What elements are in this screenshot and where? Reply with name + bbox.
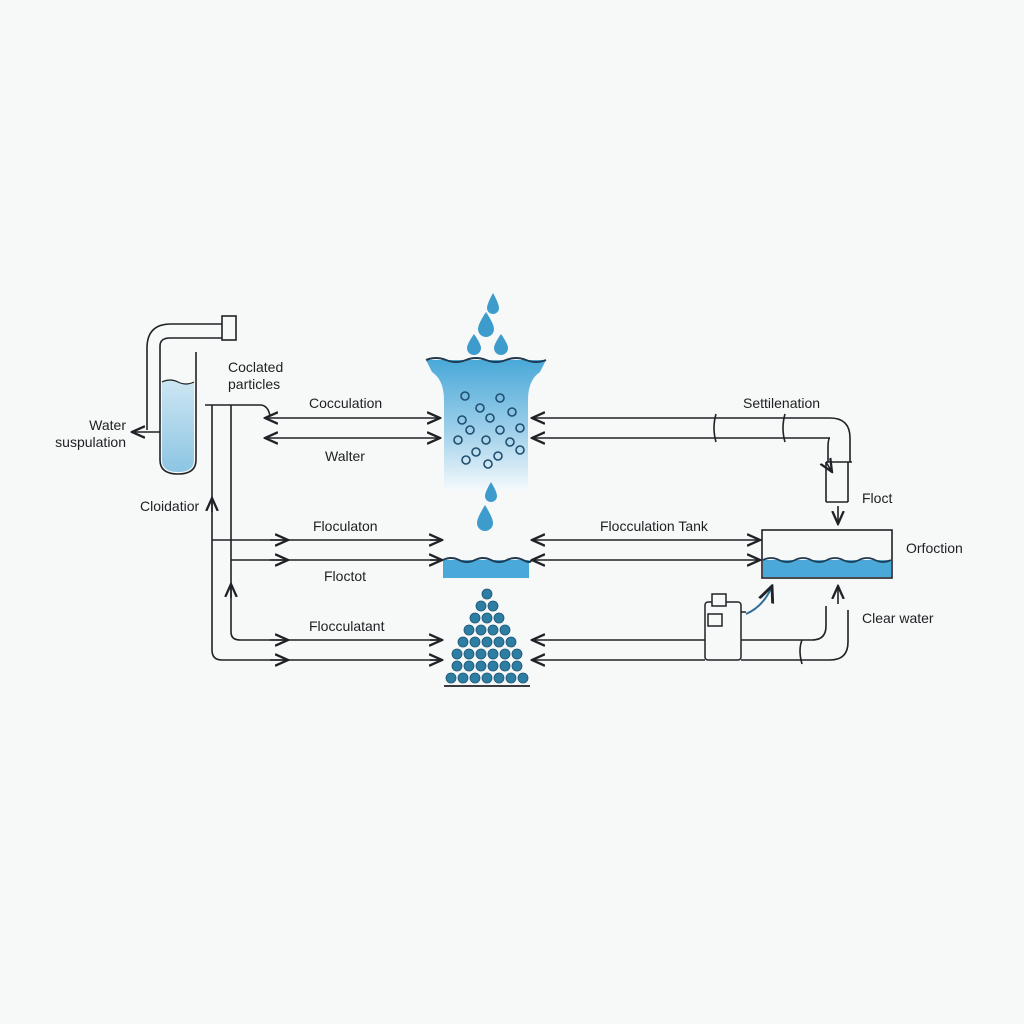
floc-particle — [487, 624, 499, 636]
label-walter: Walter — [325, 448, 365, 464]
floc-particle — [463, 624, 475, 636]
floc-particle — [493, 672, 505, 684]
floc-bubble — [495, 393, 505, 403]
floc-particle — [451, 648, 463, 660]
floc-particle-pile — [445, 588, 529, 684]
floc-bubble — [453, 435, 463, 445]
test-tube — [159, 352, 197, 475]
label-flocculatant: Flocculatant — [309, 618, 385, 634]
floc-bubble — [475, 403, 485, 413]
floc-bubble — [505, 437, 515, 447]
inlet-pipe — [146, 315, 237, 430]
floc-particle — [481, 636, 493, 648]
floc-bubble — [493, 451, 503, 461]
floc-bubble — [481, 435, 491, 445]
clear-water-pipe — [741, 586, 849, 665]
floc-particle — [469, 612, 481, 624]
floc-particle — [481, 588, 493, 600]
floc-bubble — [461, 455, 471, 465]
floc-bubble — [465, 425, 475, 435]
label-coclated-particles: Coclated particles — [228, 359, 284, 392]
floc-bubble — [471, 447, 481, 457]
floc-bubble — [507, 407, 517, 417]
floc-particle — [493, 612, 505, 624]
left-flow-arrows — [265, 418, 442, 660]
coagulation-column — [425, 357, 547, 490]
label-floct: Floct — [862, 490, 893, 506]
floc-particle — [469, 672, 481, 684]
floc-particle — [487, 660, 499, 672]
floc-particle — [505, 636, 517, 648]
floc-particle — [481, 672, 493, 684]
floc-particle — [511, 660, 523, 672]
floc-particle — [445, 672, 457, 684]
floc-particle — [451, 660, 463, 672]
floc-particle — [517, 672, 529, 684]
floc-particle — [469, 636, 481, 648]
floc-bubble — [495, 425, 505, 435]
floc-particle — [475, 648, 487, 660]
label-settilenation: Settilenation — [743, 395, 821, 411]
label-floctot: Floctot — [324, 568, 367, 584]
floc-particle — [481, 612, 493, 624]
settling-pipe — [713, 413, 852, 524]
label-cloidation: Cloidatior — [140, 498, 200, 514]
floc-particle — [475, 600, 487, 612]
floc-particle — [475, 624, 487, 636]
floc-particle — [487, 648, 499, 660]
floc-bubble — [485, 413, 495, 423]
floc-bubbles — [453, 391, 525, 469]
manifold-arrows — [212, 498, 288, 660]
floc-particle — [463, 660, 475, 672]
floc-particle — [499, 648, 511, 660]
floc-particle — [487, 600, 499, 612]
flocculation-basin — [442, 557, 532, 578]
floc-bubble — [457, 415, 467, 425]
label-flocculation-tank: Flocculation Tank — [600, 518, 708, 534]
label-clear-water: Clear water — [862, 610, 934, 626]
floc-particle — [505, 672, 517, 684]
label-orfoction: Orfoction — [906, 540, 963, 556]
floc-particle — [457, 672, 469, 684]
floc-bubble — [460, 391, 470, 401]
pump-outlet-arrow — [745, 586, 772, 615]
label-floculation: Floculaton — [313, 518, 378, 534]
floc-particle — [457, 636, 469, 648]
droplet-icon — [467, 293, 508, 355]
floc-particle — [463, 648, 475, 660]
floc-particle — [511, 648, 523, 660]
floc-particle — [499, 660, 511, 672]
right-flow-arrows — [532, 418, 830, 660]
pump — [704, 593, 746, 661]
floc-particle — [475, 660, 487, 672]
floc-particle — [493, 636, 505, 648]
floc-bubble — [515, 423, 525, 433]
label-cocculation: Cocculation — [309, 395, 383, 411]
flocculation-tank — [761, 529, 893, 579]
floc-bubble — [515, 445, 525, 455]
floc-bubble — [483, 459, 493, 469]
floc-particle — [499, 624, 511, 636]
droplet-icon — [477, 482, 497, 531]
label-water-suspension: Water suspulation — [55, 417, 126, 450]
